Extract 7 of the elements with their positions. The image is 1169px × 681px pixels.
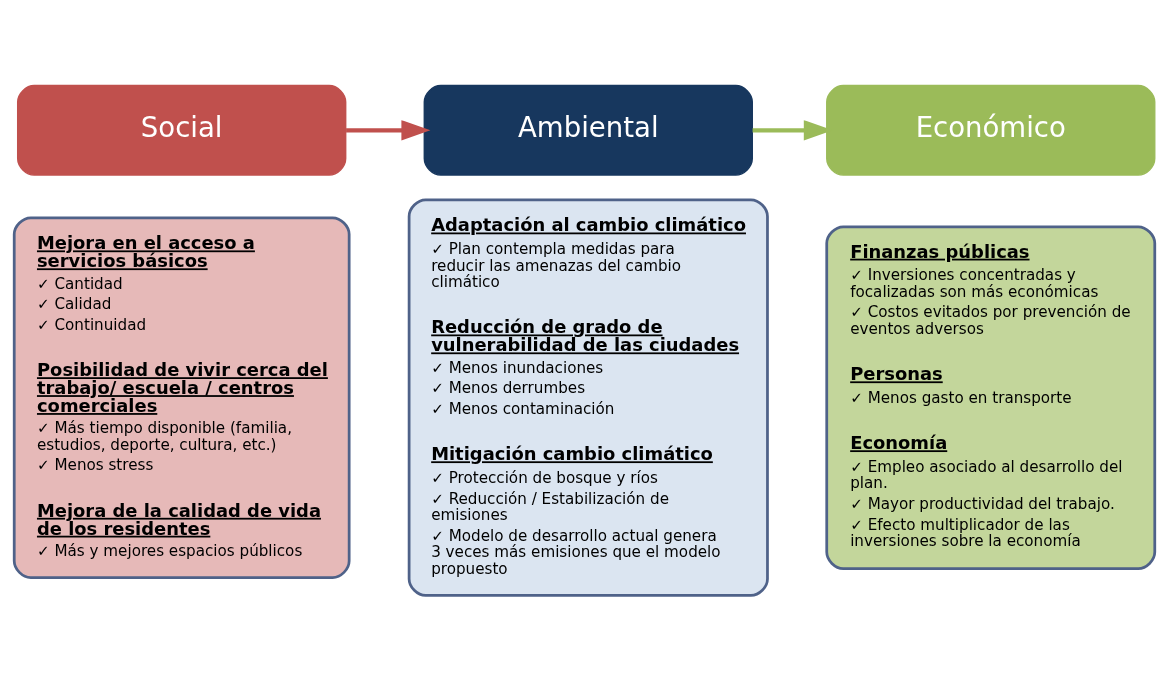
node-box: Social <box>17 84 347 176</box>
arrow <box>346 120 431 141</box>
node-box: Económico <box>826 84 1156 176</box>
node-box: Adaptación al cambio climático ✓ Plan contempla medidas para reducir las amenazas del cambio climático Reducción de grado de vulnerabilidad de las ciudades ✓ Menos inundaciones ✓ Menos derrumbes ✓ Menos contaminación Mitigación cambio climático ✓ Protección de bosque y ríos ✓ Reducción / Estabilización de emisiones ✓ Modelo de desarrollo actual genera 3 veces más emisiones que el modelo propuesto <box>407 198 769 597</box>
node-box: Mejora en el acceso a servicios básicos ✓ Cantidad ✓ Calidad ✓ Continuidad Posibilidad de vivir cerca del trabajo/ escuela / centros comerciales ✓ Más tiempo disponible (familia, estudios, deporte, cultura, etc.) ✓ Menos stress Mejora de la calidad de vida de los residentes ✓ Más y mejores espacios públicos <box>12 216 351 579</box>
node-box: Ambiental <box>423 84 753 176</box>
node-box: Finanzas públicas ✓ Inversiones concentradas y focalizadas son más económicas ✓ Costos evitados por prevención de eventos adversos Personas ✓ Menos gasto en transporte Economía ✓ Empleo asociado al desarrollo del plan. ✓ Mayor productividad del trabajo. ✓ Efecto multiplicador de las inversiones sobre la economía <box>825 225 1157 570</box>
